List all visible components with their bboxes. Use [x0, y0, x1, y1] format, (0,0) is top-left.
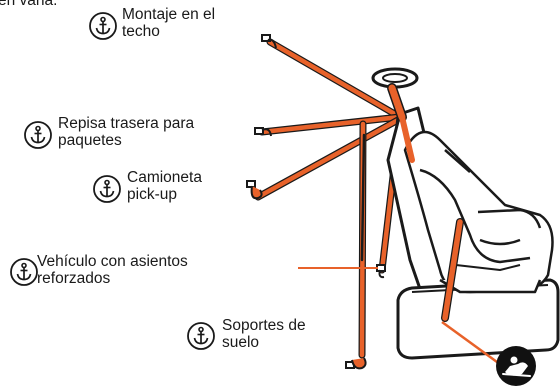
- label-pickup-line2: pick-up: [127, 186, 177, 203]
- label-shelf-line1: Repisa trasera para: [58, 115, 195, 132]
- label-roof-line1: Montaje en el: [122, 6, 216, 23]
- label-reinforced-seats: Vehículo con asientos reforzados: [37, 253, 188, 287]
- seat-cushion: [396, 278, 560, 360]
- anchor-icon: [24, 121, 52, 149]
- label-rear-shelf: Repisa trasera para paquetes: [58, 115, 194, 149]
- hook-reinforced: [376, 264, 386, 279]
- label-reinforced-line2: reforzados: [37, 270, 111, 287]
- seat-top-strap: [387, 83, 415, 163]
- infant-seat-icon: [496, 346, 536, 386]
- tether-hooks: [246, 34, 386, 370]
- label-floor-line2: suelo: [222, 334, 260, 351]
- header-fragment: en varia.: [0, 0, 58, 9]
- label-pickup-line1: Camioneta: [127, 169, 202, 186]
- label-shelf-line2: paquetes: [58, 132, 122, 149]
- anchor-icon: [93, 175, 121, 203]
- label-floor-supports: Soportes de suelo: [222, 317, 306, 351]
- anchor-icon: [10, 258, 38, 286]
- label-roof-mount: Montaje en el techo: [122, 6, 215, 40]
- label-roof-line2: techo: [122, 23, 160, 40]
- label-floor-line1: Soportes de: [222, 317, 306, 334]
- tether-straps: [254, 38, 404, 359]
- hook-floor: [345, 357, 367, 370]
- hook-roof: [261, 34, 277, 49]
- child-car-seat: [403, 130, 554, 294]
- anchor-icon: [187, 322, 215, 350]
- hook-shelf: [254, 127, 272, 137]
- anchor-icon: [89, 12, 117, 40]
- label-reinforced-line1: Vehículo con asientos: [37, 253, 188, 270]
- label-pickup: Camioneta pick-up: [127, 169, 202, 203]
- hook-pickup: [246, 180, 263, 200]
